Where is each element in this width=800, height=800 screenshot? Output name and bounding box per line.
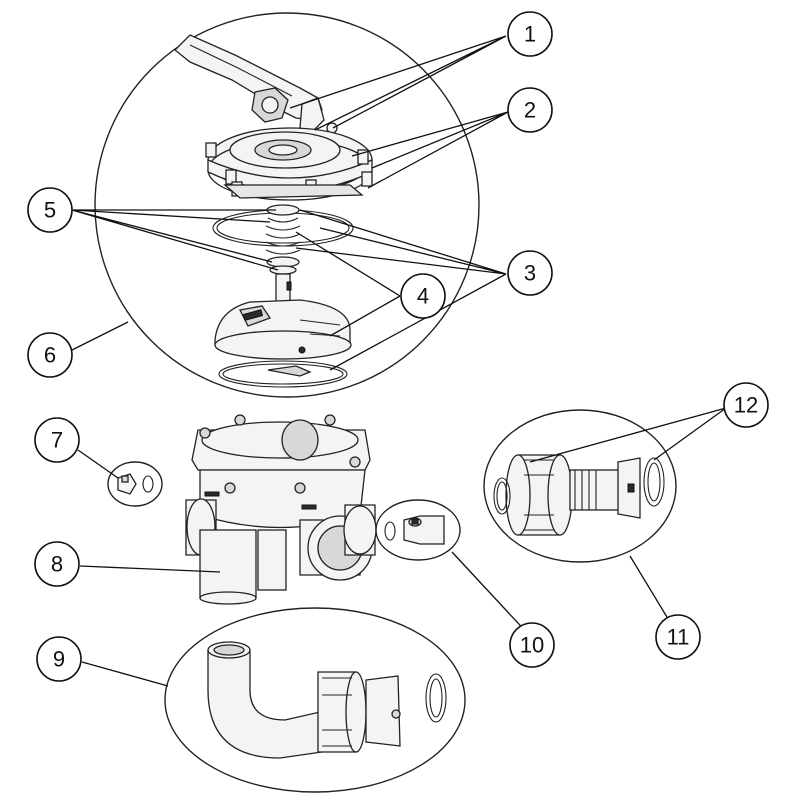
- valve-body-icon: [185, 414, 377, 605]
- callout-11-label: 11: [667, 625, 690, 650]
- callout-5: 5: [27, 187, 73, 233]
- callout-1-label: 1: [524, 22, 536, 47]
- callout-2: 2: [507, 87, 553, 133]
- callout-7-label: 7: [51, 428, 63, 453]
- callout-12: 12: [723, 382, 769, 428]
- callout-4: 4: [400, 273, 446, 319]
- callout-9-label: 9: [53, 647, 65, 672]
- callout-10: 10: [509, 622, 555, 668]
- cover-icon: [205, 127, 373, 201]
- elbow-union-icon: [164, 607, 466, 793]
- callout-5-label: 5: [44, 198, 56, 223]
- rotor-icon: [214, 299, 352, 360]
- handle-icon: [174, 34, 338, 134]
- leader-lines: [71, 35, 727, 687]
- callout-6: 6: [27, 332, 73, 378]
- callout-9: 9: [36, 636, 82, 682]
- callout-8: 8: [34, 541, 80, 587]
- gasket-icon: [493, 457, 665, 515]
- callout-11: 11: [655, 614, 701, 660]
- callout-10-label: 10: [520, 633, 544, 658]
- union-fitting-icon: [483, 409, 677, 563]
- callout-2-label: 2: [524, 98, 536, 123]
- callout-4-label: 4: [417, 284, 429, 309]
- callout-3-label: 3: [524, 261, 536, 286]
- pressure-connector-icon: [375, 499, 461, 561]
- callout-8-label: 8: [51, 552, 63, 577]
- callout-6-label: 6: [44, 343, 56, 368]
- callout-1: 1: [507, 11, 553, 57]
- plug-icon: [107, 461, 163, 507]
- callout-3: 3: [507, 250, 553, 296]
- callout-7: 7: [34, 417, 80, 463]
- callout-12-label: 12: [734, 393, 758, 418]
